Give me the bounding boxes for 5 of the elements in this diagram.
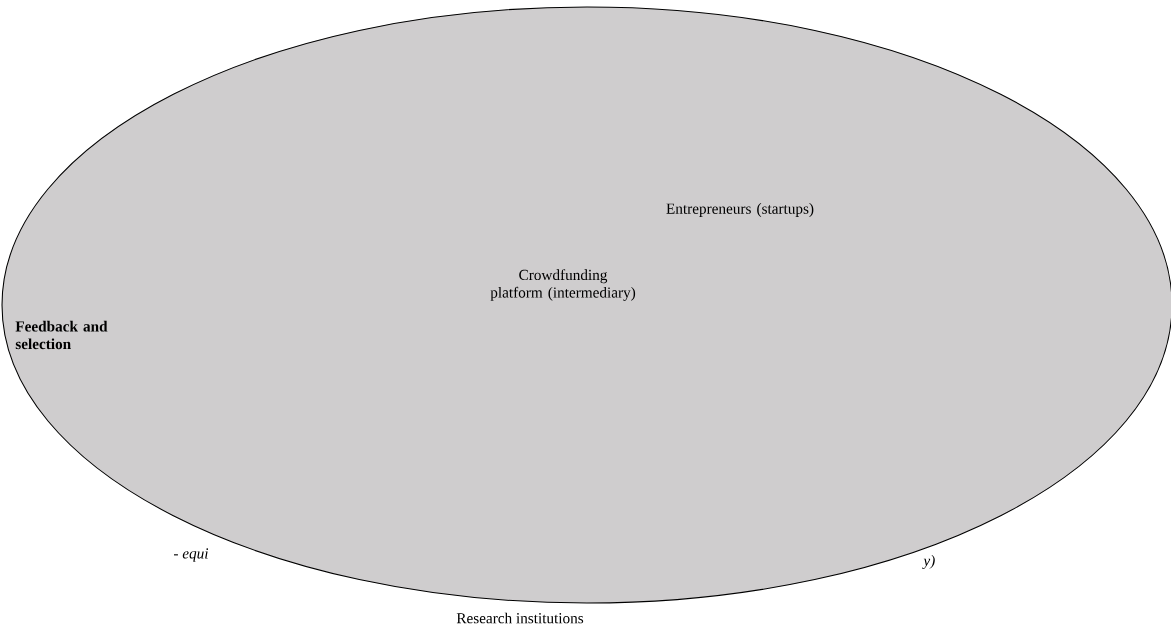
node-text: Feedback and selection (15, 320, 108, 350)
node-text: Entrepreneurs (startups) (666, 203, 814, 217)
node-text: Crowdfunding platform (intermediary) (490, 269, 636, 301)
label-text: y) (922, 555, 935, 569)
label-text: - equi (174, 548, 209, 562)
